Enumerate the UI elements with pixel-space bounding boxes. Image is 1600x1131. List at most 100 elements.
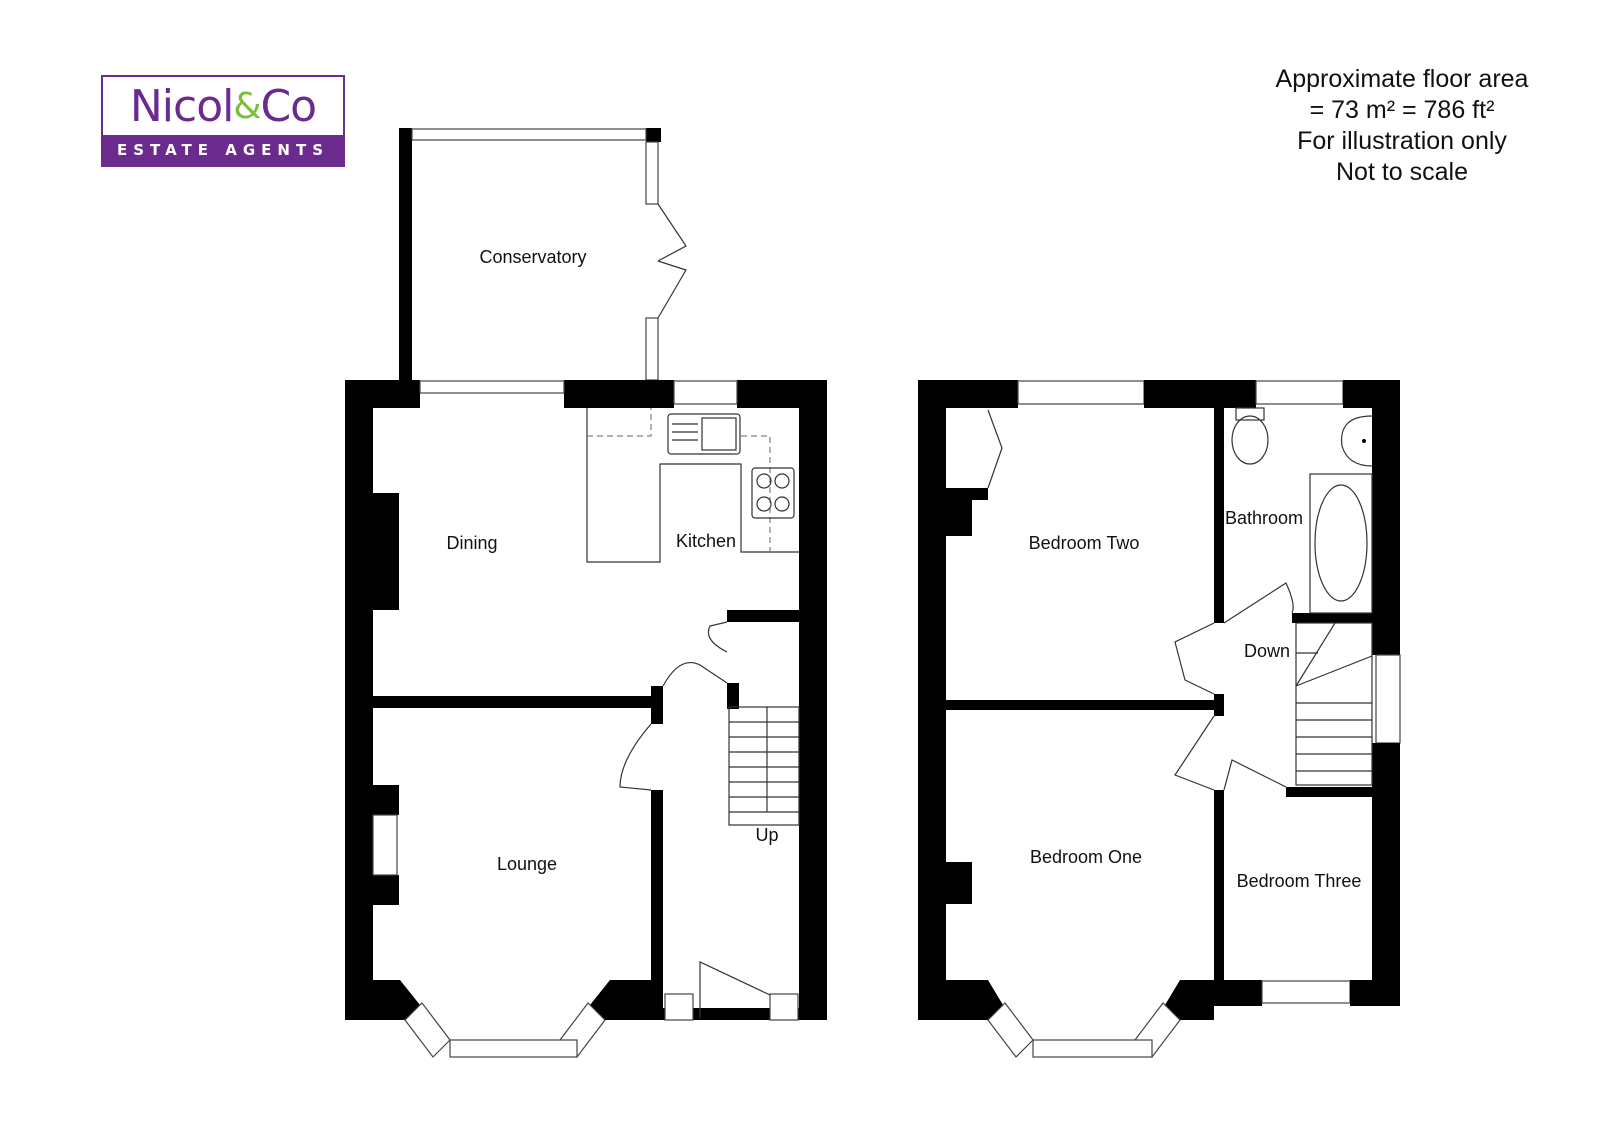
bedroom-three-front-wall-right (1350, 980, 1400, 1006)
conservatory-door-swing-lower (657, 260, 687, 319)
landing-window (1375, 654, 1401, 744)
conservatory (399, 128, 687, 381)
kitchen-units (586, 408, 799, 563)
hall-partition (651, 790, 663, 1020)
dining-door-swing (662, 661, 728, 687)
kitchen-worktop (586, 408, 799, 563)
lounge-door-swing (619, 723, 652, 791)
toilet-cistern-icon (1235, 407, 1265, 421)
ff-bay-window-front (1032, 1039, 1153, 1058)
ff-bay-wall-right (1165, 980, 1214, 1020)
kitchen-window (673, 380, 738, 405)
landing-label-down: Down (1244, 641, 1290, 661)
rear-wall-mid (564, 380, 674, 408)
ff-stair-winder (1295, 622, 1336, 687)
ff-right-wall-lower (1372, 743, 1400, 1006)
bedroom-two-window (1017, 380, 1145, 405)
ff-rear-wall-mid (1144, 380, 1256, 408)
kitchen-wall-cupboard (587, 408, 652, 437)
bedroom-three-front-wall-left (1214, 980, 1262, 1006)
landing-stub (1214, 694, 1224, 716)
area-note-line1: Approximate floor area (1275, 65, 1529, 93)
front-door-sidelight-right (769, 993, 799, 1021)
room-label-dining: Dining (446, 533, 497, 553)
logo-wordmark: Nicol&Co (103, 77, 343, 135)
front-door-sidelight-left (664, 993, 694, 1021)
bedroom-one-door-swing (1174, 715, 1215, 791)
hob-ring-icon (774, 473, 790, 489)
ff-left-wall (918, 380, 946, 1020)
wardrobe-shelf (946, 488, 988, 500)
bathroom-landing-wall (1292, 613, 1372, 623)
basin-tap-icon (1362, 439, 1366, 443)
left-wall (345, 380, 373, 1020)
bay-wall-right (590, 980, 663, 1020)
room-label-lounge: Lounge (497, 854, 557, 874)
conservatory-side-window-lower (645, 317, 659, 381)
bathroom-window (1255, 380, 1344, 405)
fireplace-recess (372, 814, 398, 876)
ground-floor: Conservatory Dining Kitchen Lounge Up (345, 128, 827, 1058)
area-note-line2: = 73 m² = 786 ft² (1309, 96, 1495, 124)
room-label-conservatory: Conservatory (479, 247, 586, 267)
bay-window-front (449, 1039, 578, 1058)
conservatory-roof-window (411, 128, 647, 141)
bathroom-partition (1214, 408, 1224, 623)
ff-chimney-breast-top (946, 500, 972, 536)
staircase (728, 706, 800, 826)
bath-tub-icon (1314, 484, 1368, 602)
ff-stair-outline (1295, 622, 1373, 786)
hob-ring-icon (774, 496, 790, 512)
bedroom-partition (946, 700, 1214, 710)
ff-chimney-breast-bottom (946, 862, 972, 904)
conservatory-wall (399, 128, 412, 380)
logo-tagline: ESTATE AGENTS (103, 135, 343, 165)
stair-outline (728, 706, 800, 826)
sink-icon (667, 413, 741, 455)
kitchen-hall-partition (727, 610, 799, 622)
sink-bowl-icon (701, 417, 737, 451)
logo-name-part2: Co (260, 80, 317, 132)
conservatory-post (646, 128, 661, 142)
chimney-breast-dining (373, 493, 399, 610)
hall-stub (727, 683, 739, 709)
room-label-kitchen: Kitchen (676, 531, 736, 551)
kitchen-wall-cupboard-right (741, 435, 771, 552)
room-label-bedroom-three: Bedroom Three (1237, 871, 1362, 891)
ff-staircase (1295, 622, 1373, 786)
bathroom-suite (1231, 407, 1373, 614)
hob-icon (751, 467, 795, 519)
bedroom-three-partition (1214, 790, 1224, 985)
conservatory-side-window (645, 141, 659, 205)
bath-icon (1309, 473, 1373, 614)
dining-patio-door (419, 380, 565, 394)
bay-wall-left (345, 980, 420, 1020)
right-wall (799, 380, 827, 1020)
front-door-swing (699, 961, 771, 1018)
ff-bay-wall-left (918, 980, 1003, 1020)
room-label-bathroom: Bathroom (1225, 508, 1303, 528)
kitchen-door-swing (707, 621, 728, 653)
chimney-breast-lounge-top (373, 785, 399, 815)
hall-partition-top (651, 686, 663, 724)
area-note-line3: For illustration only (1297, 127, 1507, 155)
area-note-line4: Not to scale (1335, 158, 1468, 186)
basin-icon (1340, 415, 1373, 467)
room-label-bedroom-one: Bedroom One (1030, 847, 1142, 867)
company-logo: Nicol&Co ESTATE AGENTS (101, 75, 345, 167)
front-wall-hall (663, 1008, 799, 1020)
first-floor: Bedroom Two Bathroom Down Bedroom One Be… (918, 380, 1401, 1058)
wardrobe-door-swing (987, 409, 1003, 489)
hob-ring-icon (756, 496, 772, 512)
conservatory-door-swing (657, 203, 687, 262)
bedroom-three-window (1261, 980, 1351, 1004)
logo-ampersand: & (233, 85, 261, 127)
dining-lounge-partition (373, 696, 663, 708)
chimney-breast-lounge-bottom (373, 875, 399, 905)
ff-right-wall-upper (1372, 380, 1400, 655)
bedroom-three-door-swing (1223, 759, 1287, 791)
bedroom-two-door-swing (1174, 622, 1215, 695)
bathroom-door-swing (1223, 582, 1294, 624)
